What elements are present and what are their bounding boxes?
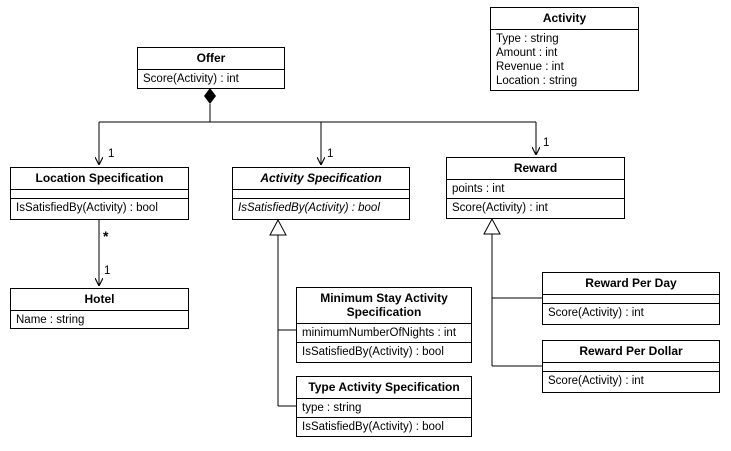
location-specification-attributes [11,190,188,199]
class-name-line: Minimum Stay Activity [320,291,448,305]
attribute: type : string [302,402,362,414]
minimum-stay-operations: IsSatisfiedBy(Activity) : bool [297,343,471,361]
type-activity-attributes: type : string [297,399,471,418]
offer-class[interactable]: Offer Score(Activity) : int [137,47,285,89]
reward-per-dollar-class[interactable]: Reward Per Dollar Score(Activity) : int [542,340,720,393]
reward-per-dollar-operations: Score(Activity) : int [543,372,719,390]
reward-attributes: points : int [447,180,624,199]
offer-operations: Score(Activity) : int [138,70,284,88]
operation: Score(Activity) : int [548,375,644,387]
type-activity-specification-class[interactable]: Type Activity Specification type : strin… [296,376,472,437]
location-specification-class[interactable]: Location Specification IsSatisfiedBy(Act… [10,167,189,220]
attribute: Location : string [496,75,578,87]
attribute: Amount : int [496,47,558,59]
operation: IsSatisfiedBy(Activity) : bool [238,202,380,214]
minimum-stay-attributes: minimumNumberOfNights : int [297,324,471,343]
type-activity-class-name: Type Activity Specification [297,377,471,399]
reward-operations: Score(Activity) : int [447,199,624,217]
generalization-triangle-reward [483,217,501,235]
operation: Score(Activity) : int [548,307,644,319]
attribute: Type : string [496,33,559,45]
reward-per-day-class-name: Reward Per Day [543,273,719,295]
reward-class[interactable]: Reward points : int Score(Activity) : in… [446,157,625,219]
activity-class-name: Activity [491,8,638,30]
activity-specification-operations: IsSatisfiedBy(Activity) : bool [233,199,409,217]
reward-class-name: Reward [447,158,624,180]
multiplicity-offer-reward: 1 [543,137,550,149]
attribute: Revenue : int [496,61,564,73]
reward-per-dollar-attributes [543,363,719,372]
activity-specification-class-name: Activity Specification [233,168,409,190]
hotel-class-name: Hotel [11,289,188,311]
reward-per-dollar-class-name: Reward Per Dollar [543,341,719,363]
operation: IsSatisfiedBy(Activity) : bool [302,421,444,433]
operation: IsSatisfiedBy(Activity) : bool [302,346,444,358]
generalization-triangle-activity-spec [269,218,287,236]
multiplicity-location-many: * [103,228,109,244]
multiplicity-offer-activity-spec: 1 [327,148,334,160]
offer-class-name: Offer [138,48,284,70]
reward-per-day-operations: Score(Activity) : int [543,304,719,322]
hotel-attributes: Name : string [11,311,188,329]
reward-per-day-class[interactable]: Reward Per Day Score(Activity) : int [542,272,720,325]
minimum-stay-class-name: Minimum Stay Activity Specification [297,288,471,324]
multiplicity-hotel-one: 1 [104,265,111,277]
type-activity-operations: IsSatisfiedBy(Activity) : bool [297,418,471,436]
activity-specification-attributes [233,190,409,199]
minimum-stay-activity-specification-class[interactable]: Minimum Stay Activity Specification mini… [296,287,472,363]
composition-diamond [204,88,216,104]
reward-per-day-attributes [543,295,719,304]
hotel-class[interactable]: Hotel Name : string [10,288,189,329]
location-specification-class-name: Location Specification [11,168,188,190]
class-name-line: Specification [346,305,422,319]
operation: Score(Activity) : int [452,202,548,214]
attribute: points : int [452,183,505,195]
operation: IsSatisfiedBy(Activity) : bool [16,202,158,214]
attribute: minimumNumberOfNights : int [302,327,457,339]
operation: Score(Activity) : int [143,73,239,85]
activity-class[interactable]: Activity Type : string Amount : int Reve… [490,7,639,91]
location-specification-operations: IsSatisfiedBy(Activity) : bool [11,199,188,217]
activity-attributes: Type : string Amount : int Revenue : int… [491,30,638,90]
attribute: Name : string [16,314,85,326]
multiplicity-offer-location: 1 [108,148,115,160]
activity-specification-class[interactable]: Activity Specification IsSatisfiedBy(Act… [232,167,410,220]
